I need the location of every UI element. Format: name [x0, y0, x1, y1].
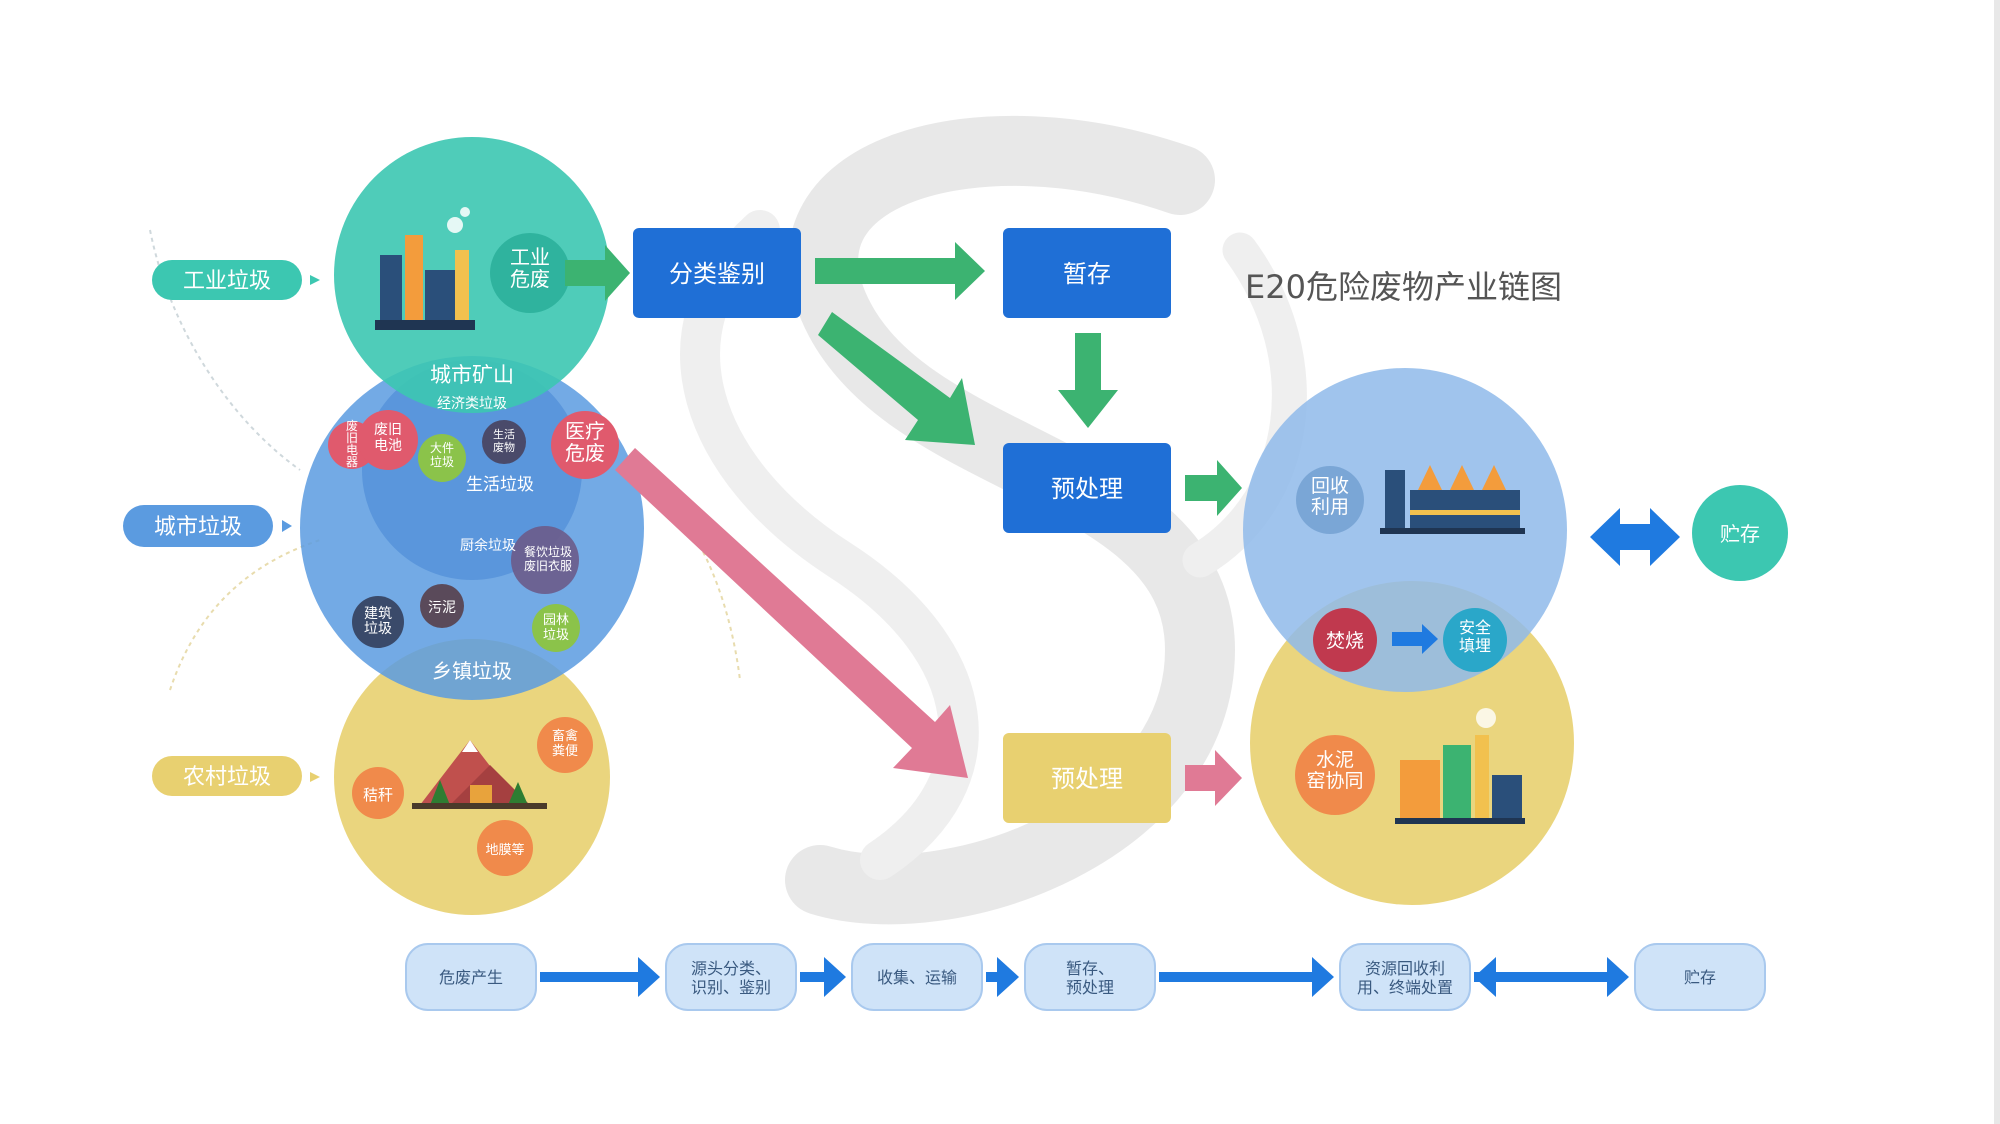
industrial-circle	[334, 137, 610, 413]
chain-step-label: 暂存、预处理	[1066, 959, 1114, 997]
livestock-label: 畜禽粪便	[552, 728, 578, 759]
urban-mine-label: 城市矿山	[430, 363, 514, 387]
chain-step: 资源回收利用、终端处置	[1339, 943, 1471, 1011]
arrow-classify-to-pretreat	[818, 312, 975, 445]
pretreat-blue-label: 预处理	[1051, 475, 1123, 503]
classify-label: 分类鉴别	[669, 260, 765, 288]
arrow-ind-to-classify	[565, 245, 630, 301]
urban-bubble-red-left-label: 废旧电器	[346, 418, 358, 469]
chain-step: 收集、运输	[851, 943, 983, 1011]
chain-step-label: 源头分类、识别、鉴别	[691, 959, 771, 997]
garden-waste-bubble	[532, 604, 580, 652]
arrow-incinerate-to-landfill	[1392, 624, 1438, 654]
sludge-label: 污泥	[428, 600, 456, 616]
recycle-label: 回收利用	[1311, 475, 1349, 518]
industrial-hazardous-label: 工业危废	[510, 245, 550, 291]
chain-step-label: 危废产生	[439, 968, 503, 987]
urban-mine-sublabel: 经济类垃圾	[437, 396, 507, 412]
livestock-bubble	[537, 717, 593, 773]
industrial-hazardous-bubble	[490, 233, 570, 313]
source-industrial-label: 工业垃圾	[183, 269, 271, 294]
pretreat-yellow-label: 预处理	[1051, 765, 1123, 793]
town-waste-label: 乡镇垃圾	[432, 659, 512, 683]
arrow-medical-to-pretreat	[615, 448, 968, 778]
cement-bubble	[1295, 735, 1375, 815]
kitchen-sewage-bubble	[511, 526, 579, 594]
arrow-pretreat-to-landfill	[1185, 750, 1242, 806]
chain-step-label: 贮存	[1684, 968, 1716, 987]
storage-box: 暂存	[1003, 228, 1171, 318]
source-pill-rural: 农村垃圾	[152, 756, 320, 796]
edge-shadow	[1994, 0, 2000, 1124]
straw-bubble	[352, 767, 404, 819]
chain-step-label: 资源回收利用、终端处置	[1357, 959, 1453, 997]
final-storage-label: 贮存	[1720, 522, 1760, 546]
recycle-bubble	[1296, 466, 1364, 534]
pretreat-blue-box: 预处理	[1003, 443, 1171, 533]
urban-bubble-dark-label: 生活废物	[493, 427, 515, 454]
arrow-recycle-storage-double	[1590, 508, 1680, 566]
construction-label: 建筑垃圾	[364, 606, 392, 637]
living-waste-label: 生活垃圾	[466, 475, 534, 495]
kitchen-sewage-label: 餐饮垃圾废旧衣服	[524, 544, 572, 573]
film-bubble	[477, 820, 533, 876]
guide-arc	[169, 539, 321, 691]
source-rural-label: 农村垃圾	[183, 765, 271, 790]
classify-box: 分类鉴别	[633, 228, 801, 318]
arrow-classify-to-storage	[815, 242, 985, 300]
urban-bubble-green-label: 大件垃圾	[430, 441, 454, 469]
storage-label: 暂存	[1063, 260, 1111, 288]
chain-arrow-head	[1607, 957, 1629, 997]
medical-hazardous-label: 医疗危废	[565, 419, 605, 465]
arrow-pretreat-to-recycle	[1185, 460, 1242, 516]
bottom-process-chain: 危废产生 源头分类、识别、鉴别 收集、运输 暂存、预处理 资源回收利用、终端处置 贮存	[405, 943, 1766, 1011]
chain-step: 贮存	[1634, 943, 1766, 1011]
cement-label: 水泥窑协同	[1306, 749, 1363, 792]
chain-arrow-head	[638, 957, 660, 997]
diagram-title: E20危险废物产业链图	[1245, 268, 1562, 306]
chain-arrow-head	[1312, 957, 1334, 997]
incinerate-label: 焚烧	[1326, 630, 1364, 652]
incinerate-bubble	[1313, 608, 1377, 672]
chain-step: 源头分类、识别、鉴别	[665, 943, 797, 1011]
medical-hazardous-bubble	[551, 411, 619, 479]
chain-step: 暂存、预处理	[1024, 943, 1156, 1011]
mountain-farm-icon	[412, 740, 547, 809]
landfill-label: 安全填埋	[1459, 618, 1491, 655]
chain-arrow-head-back	[1474, 957, 1496, 997]
sludge-bubble	[420, 584, 464, 628]
chain-step-label: 收集、运输	[877, 968, 957, 987]
source-pill-industrial: 工业垃圾	[152, 260, 320, 300]
cement-plant-icon	[1395, 708, 1525, 824]
urban-bubble-red-battery-label: 废旧电池	[374, 422, 402, 454]
urban-bubble-red-battery	[358, 410, 418, 470]
garden-waste-label: 园林垃圾	[543, 613, 569, 643]
film-label: 地膜等	[485, 842, 524, 858]
arrow-storage-to-pretreat	[1058, 333, 1118, 428]
source-urban-label: 城市垃圾	[154, 515, 242, 540]
urban-bubble-dark	[482, 420, 526, 464]
kitchen-waste-label: 厨余垃圾	[460, 537, 516, 554]
landfill-bubble	[1443, 608, 1507, 672]
recycle-plant-icon	[1380, 465, 1525, 534]
urban-bubble-green	[418, 434, 466, 482]
straw-label: 秸秆	[363, 786, 393, 804]
final-storage-bubble	[1692, 485, 1788, 581]
factory-icon	[375, 207, 475, 330]
source-pill-urban: 城市垃圾	[123, 505, 292, 547]
construction-bubble	[352, 596, 404, 648]
pretreat-yellow-box: 预处理	[1003, 733, 1171, 823]
chain-arrow-head	[997, 957, 1019, 997]
chain-arrow-head	[824, 957, 846, 997]
chain-step: 危废产生	[405, 943, 537, 1011]
